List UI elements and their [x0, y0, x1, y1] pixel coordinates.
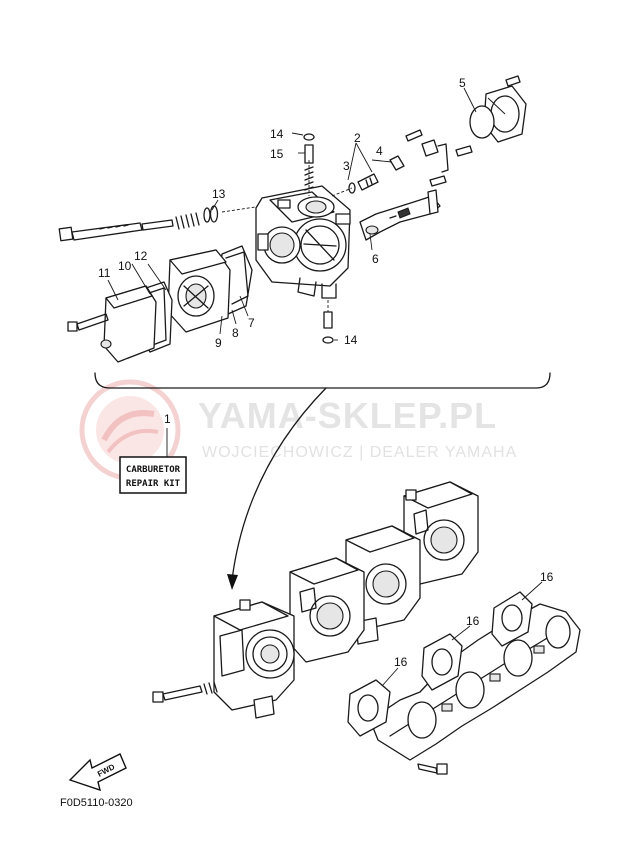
repair-kit-label: CARBURETOR REPAIR KIT: [119, 456, 187, 494]
fwd-arrow: FWD: [68, 753, 127, 792]
lever-plate: [359, 189, 441, 241]
gasket-16-front: [347, 679, 391, 737]
watermark-title: YAMA-SKLEP.PL: [198, 395, 497, 436]
assembly-throttle-screw: [152, 681, 218, 703]
leader-lines-bottom: [381, 581, 543, 687]
callout-8: 8: [232, 326, 239, 340]
callout-5: 5: [459, 76, 466, 90]
callout-15: 15: [270, 147, 284, 161]
callout-2: 2: [354, 131, 361, 145]
diaphragm-cover: [469, 85, 527, 143]
watermark-subtitle: WOJCIECHOWICZ | DEALER YAMAHA: [202, 444, 517, 461]
manifold-bolt: [417, 763, 448, 775]
callout-3: 3: [343, 159, 350, 173]
callout-6: 6: [372, 252, 379, 266]
callout-10: 10: [118, 259, 132, 273]
gasket-16-rear: [491, 591, 533, 647]
callout-14-bottom: 14: [344, 333, 358, 347]
exploded-view-top: 5 2 4 3 14 15 13 6 7 8 9 10 12 11 14: [58, 75, 527, 363]
throttle-stop-screw: [58, 212, 200, 242]
leader-lines: [107, 87, 477, 341]
callout-9: 9: [215, 336, 222, 350]
repair-kit-line1: CARBURETOR: [126, 465, 181, 475]
callout-4: 4: [376, 144, 383, 158]
fuel-pump-cover: [167, 249, 231, 333]
carburetor-body: [255, 185, 351, 299]
o-ring-13: [203, 205, 219, 223]
callout-11: 11: [98, 266, 111, 280]
pilot-screw-top: [303, 133, 315, 196]
repair-kit-line2: REPAIR KIT: [126, 479, 181, 489]
pump-screw: [67, 313, 109, 332]
kit-bracket: [94, 372, 551, 389]
callout-1: 1: [164, 412, 171, 426]
callout-16-front: 16: [394, 655, 408, 669]
callouts-bottom: 16 16 16: [394, 570, 554, 669]
pilot-screw-bottom: [322, 300, 334, 344]
diagram-code: F0D5110-0320: [60, 797, 133, 809]
watermark: YAMA-SKLEP.PL WOJCIECHOWICZ | DEALER YAM…: [79, 379, 517, 481]
callout-12: 12: [134, 249, 148, 263]
carburetor-front: [213, 599, 295, 719]
callout-7: 7: [248, 316, 255, 330]
callout-13: 13: [212, 187, 226, 201]
gasket-16-middle: [421, 633, 463, 691]
mounting-screws: [405, 75, 521, 187]
carburetor-rear: [403, 481, 479, 585]
pump-base-plate: [100, 285, 157, 363]
arrow-to-assembly: [227, 387, 327, 590]
callouts-top: 5 2 4 3 14 15 13 6 7 8 9 10 12 11 14: [98, 76, 466, 350]
carburetor-2: [289, 557, 365, 663]
callout-14-top: 14: [270, 127, 284, 141]
needle-valve-parts: [331, 155, 405, 197]
callout-16-rear: 16: [540, 570, 554, 584]
intake-manifold: [369, 603, 581, 761]
callout-16-middle: 16: [466, 614, 480, 628]
assembly-view-bottom: 16 16 16: [152, 481, 581, 775]
